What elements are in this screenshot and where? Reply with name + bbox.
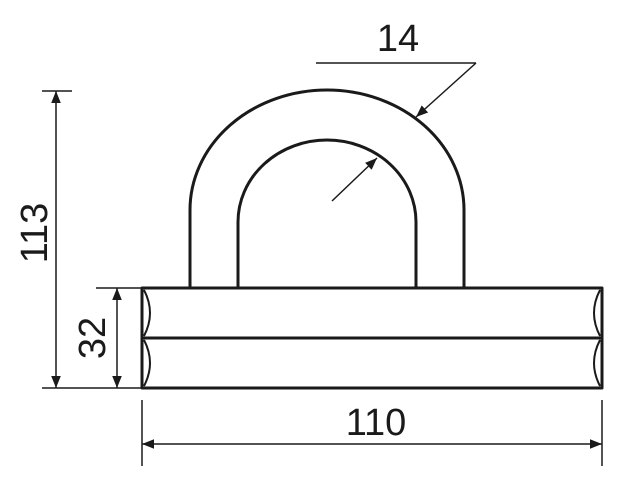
dimension-base-height — [96, 287, 142, 388]
base-right-edge-profile — [593, 289, 601, 387]
dimension-total-height — [42, 90, 142, 389]
handle-inner-contour — [236, 138, 418, 288]
dimension-thickness — [316, 62, 477, 202]
handle-outer-contour — [188, 88, 466, 288]
base-left-edge-profile — [143, 289, 151, 387]
thickness-arrow-inner — [331, 157, 378, 202]
base-edge-profiles — [143, 289, 601, 387]
total-height-dimension-label: 113 — [14, 203, 56, 264]
thickness-arrow-outer — [415, 62, 477, 118]
base-width-dimension-label: 110 — [346, 402, 407, 444]
base-height-dimension-label: 32 — [72, 317, 114, 359]
dimension-base-width — [141, 400, 603, 466]
part-outline — [140, 88, 604, 390]
thickness-dimension-label: 14 — [377, 18, 419, 60]
